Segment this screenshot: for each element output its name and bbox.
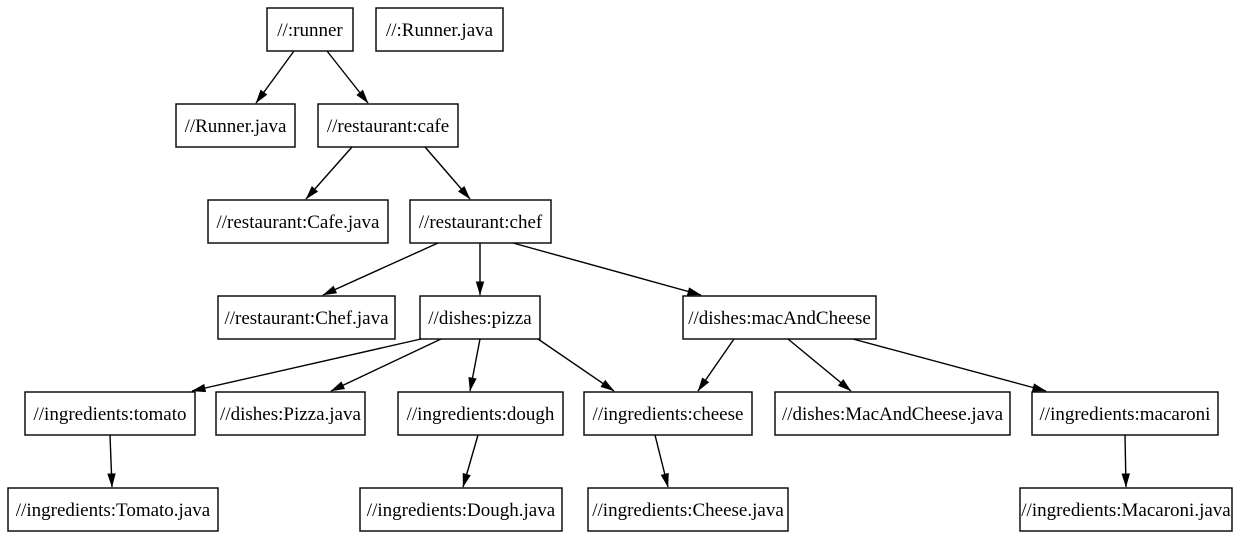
edge-mac-and-cheese-to-macaroni (852, 338, 1047, 392)
node-label-cafe-java: //restaurant:Cafe.java (216, 212, 380, 233)
edge-chef-to-mac-and-cheese (512, 242, 702, 296)
node-label-tomato: //ingredients:tomato (33, 404, 186, 425)
node-label-pizza-java: //dishes:Pizza.java (220, 404, 361, 425)
node-cafe: //restaurant:cafe (317, 103, 459, 148)
node-label-dough-java: //ingredients:Dough.java (367, 500, 556, 521)
node-box-cheese-java (587, 487, 789, 532)
node-tomato-java: //ingredients:Tomato.java (7, 487, 219, 532)
node-label-chef: //restaurant:chef (419, 212, 543, 233)
edge-runner-to-cafe (326, 50, 369, 104)
node-box-dough (397, 391, 564, 436)
node-runner-java: //Runner.java (175, 103, 296, 148)
node-cheese: //ingredients:cheese (583, 391, 753, 436)
node-label-pizza: //dishes:pizza (428, 308, 532, 329)
edges-layer (107, 50, 1130, 488)
edge-cafe-to-chef (424, 146, 471, 200)
node-label-mac-and-cheese: //dishes:macAndCheese (688, 308, 871, 329)
node-label-macaroni-java: //ingredients:Macaroni.java (1021, 500, 1231, 521)
node-box-runner-java (175, 103, 296, 148)
node-cheese-java: //ingredients:Cheese.java (587, 487, 789, 532)
edge-pizza-to-tomato (191, 338, 422, 393)
node-label-cheese-java: //ingredients:Cheese.java (592, 500, 784, 521)
node-pizza: //dishes:pizza (419, 295, 541, 340)
node-box-mac-and-cheese (682, 295, 877, 340)
node-box-dough-java (359, 487, 563, 532)
node-label-tomato-java: //ingredients:Tomato.java (16, 500, 211, 521)
node-label-macaroni: //ingredients:macaroni (1040, 404, 1211, 425)
node-box-tomato (24, 391, 196, 436)
edge-pizza-to-pizza-java (330, 338, 442, 392)
node-dough-java: //ingredients:Dough.java (359, 487, 563, 532)
node-box-cafe (317, 103, 459, 148)
node-box-macaroni (1031, 391, 1219, 436)
node-box-runner-java-root (375, 7, 504, 52)
node-runner-java-root: //:Runner.java (375, 7, 504, 52)
node-label-cafe: //restaurant:cafe (327, 116, 449, 137)
node-box-cheese (583, 391, 753, 436)
node-tomato: //ingredients:tomato (24, 391, 196, 436)
edge-chef-to-chef-java (322, 242, 439, 296)
node-label-runner-java-root: //:Runner.java (386, 20, 494, 41)
edge-mac-and-cheese-to-cheese (697, 338, 735, 392)
node-label-runner-java: //Runner.java (185, 116, 287, 137)
edge-tomato-to-tomato-java (107, 434, 116, 488)
node-box-tomato-java (7, 487, 219, 532)
node-box-mac-and-cheese-java (774, 391, 1011, 436)
node-pizza-java: //dishes:Pizza.java (215, 391, 366, 436)
node-box-macaroni-java (1019, 487, 1233, 532)
node-label-mac-and-cheese-java: //dishes:MacAndCheese.java (782, 404, 1004, 425)
edge-cafe-to-cafe-java (305, 146, 353, 200)
node-runner: //:runner (266, 7, 354, 52)
nodes-layer: //:runner //:Runner.java //Runner.java //re… (7, 7, 1233, 532)
node-macaroni-java: //ingredients:Macaroni.java (1019, 487, 1233, 532)
edge-macaroni-to-macaroni-java (1121, 434, 1130, 488)
edge-dough-to-dough-java (462, 434, 479, 488)
node-label-cheese: //ingredients:cheese (593, 404, 744, 425)
node-box-pizza (419, 295, 541, 340)
edge-pizza-to-cheese (537, 338, 615, 392)
edge-pizza-to-dough (468, 338, 481, 392)
node-mac-and-cheese-java: //dishes:MacAndCheese.java (774, 391, 1011, 436)
node-box-chef-java (217, 295, 396, 340)
node-chef-java: //restaurant:Chef.java (217, 295, 396, 340)
node-label-chef-java: //restaurant:Chef.java (224, 308, 389, 329)
node-chef: //restaurant:chef (409, 199, 552, 244)
node-box-pizza-java (215, 391, 366, 436)
node-box-runner (266, 7, 354, 52)
node-box-chef (409, 199, 552, 244)
edge-runner-to-runner-java (255, 50, 295, 104)
node-box-cafe-java (207, 199, 389, 244)
edge-mac-and-cheese-to-mac-and-cheese-java (787, 338, 852, 392)
node-cafe-java: //restaurant:Cafe.java (207, 199, 389, 244)
edge-cheese-to-cheese-java (654, 434, 669, 488)
node-macaroni: //ingredients:macaroni (1031, 391, 1219, 436)
node-mac-and-cheese: //dishes:macAndCheese (682, 295, 877, 340)
node-label-dough: //ingredients:dough (407, 404, 555, 425)
node-label-runner: //:runner (277, 20, 343, 41)
node-dough: //ingredients:dough (397, 391, 564, 436)
